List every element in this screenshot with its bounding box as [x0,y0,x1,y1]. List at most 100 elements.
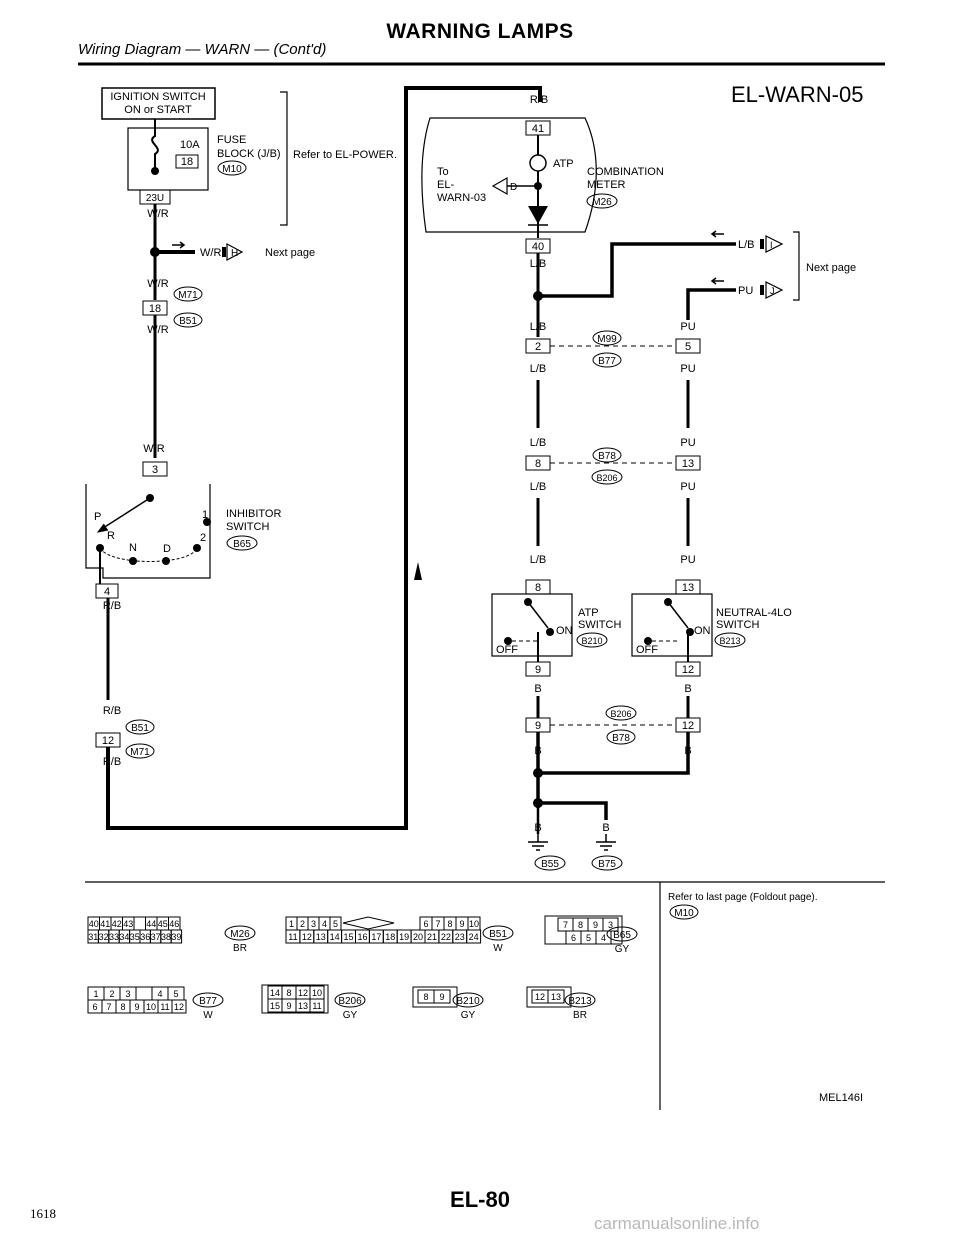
wire-pu-5: PU [680,554,695,566]
fuse-box [127,127,209,191]
wire-pu-2: PU [680,363,695,375]
b210-housing [412,986,458,1008]
b65-top-pin: 3 [608,920,613,930]
legend-conn-id-ring [224,925,256,941]
pin-9-conn: 9 [535,720,541,732]
m26-bottom-pin: 31 [88,932,98,942]
arrow-letter-h: H [231,248,238,259]
legend-conn-id-ring [482,925,514,941]
legend-conn-id: B213 [568,996,592,1007]
inhibitor-label: INHIBITOR [226,508,281,520]
wire-lb-3: L/B [530,437,547,449]
atp-on: ON [556,625,573,637]
b77-top-cell [135,986,153,1001]
next-page-arrow-i [765,235,784,253]
b77-bottom-pin: 9 [134,1002,139,1012]
b206-housing [261,984,329,1014]
b51-bottom-pin: 21 [427,932,437,942]
m26-bottom-pin: 34 [119,932,129,942]
m26-bottom-pin: 36 [140,932,150,942]
arrow-letter-i: I [770,240,773,250]
to-label-2: EL- [437,179,454,191]
b51-bottom-pin: 16 [357,932,367,942]
b65-housing [544,915,623,945]
left-circuit: IGNITION SWITCH ON or START 10A 18 FUSE … [85,86,542,830]
pos-n: N [129,542,137,554]
wire-lb-5: L/B [530,554,547,566]
atp-switch-label: ATP [578,607,599,619]
pin-41: 41 [532,123,544,135]
wire-b-2: B [684,683,691,695]
m26-bottom-pin: 33 [109,932,119,942]
inhibitor-switch-box [85,484,211,579]
pos-r: R [107,530,115,542]
m26-top-pin: 45 [158,919,168,929]
neutral-4lo-switch-box [631,593,713,657]
b51-bottom-pin: 18 [385,932,395,942]
wire-pu-3: PU [680,437,695,449]
fuse-amp: 10A [180,139,200,151]
m26-top-pin: 46 [169,919,179,929]
neutral-on: ON [694,625,711,637]
wire-pu-next: PU [738,285,753,297]
meter-label-2: METER [587,179,626,191]
legend-conn-id: B65 [613,930,631,941]
b77-top-pin: 4 [157,989,162,999]
b77-top-pin: 1 [93,989,98,999]
legend-conn-color: W [203,1010,213,1021]
inhibitor-connector: B65 [233,539,251,550]
wire-b-5: B [534,822,541,834]
fuse-block-label: BLOCK (J/B) [217,148,281,160]
ground-symbols [528,834,616,851]
b65-bottom-pin: 6 [571,933,576,943]
b51-bottom-pin: 14 [330,932,340,942]
meter-label-1: COMBINATION [587,166,664,178]
ignition-switch-label: IGNITION SWITCH [110,91,205,103]
b65-top-pin: 7 [563,920,568,930]
b77-bottom-pin: 10 [146,1002,156,1012]
b213-cell [547,989,565,1004]
b65-top-pin: 8 [578,920,583,930]
neutral-switch-label: NEUTRAL-4LO [716,607,792,619]
atp-switch-connector: B210 [581,636,602,646]
b51-bottom-pin: 11 [288,932,297,942]
b213-pin: 13 [551,992,561,1002]
b51-bottom-pin: 19 [399,932,409,942]
b77-top-pin: 5 [173,989,178,999]
m26-top-pin: 43 [123,919,133,929]
pin-13-switch: 13 [682,582,694,594]
diagram-id: EL-WARN-05 [731,82,864,107]
pin-5: 5 [685,341,691,353]
page-code: EL-80 [450,1187,510,1212]
b213-pin: 12 [535,992,545,1002]
b206-top-pin: 8 [286,988,291,998]
legend-conn-id-ring [606,926,638,942]
page-title: WARNING LAMPS [386,20,574,43]
b51-bottom-pin: 22 [441,932,451,942]
b51-top-a-pin: 3 [311,919,316,929]
neutral-switch-connector: B213 [719,636,740,646]
m26-top-pin: 40 [89,919,99,929]
conn-b51-bottom: B51 [131,723,149,734]
conn-m71-bottom: M71 [130,747,150,758]
meter-connector: M26 [592,197,612,208]
b206-top-pin: 10 [312,988,322,998]
atp-lamp-label: ATP [553,158,574,170]
foldout-note: Refer to last page (Foldout page). [668,892,818,903]
b51-bottom-pin: 15 [344,932,354,942]
rb-main-wire [106,86,542,830]
b51-top-b-pin: 8 [447,919,452,929]
arrow-letter-j: J [770,286,775,296]
b206-bottom-pin: 11 [312,1001,321,1011]
fuse-number: 18 [181,156,193,168]
pin-18: 18 [149,303,161,315]
page-subtitle: Wiring Diagram — WARN — (Cont'd) [78,41,327,58]
fuse-symbol [151,119,159,168]
wire-wr-2: W/R [200,247,221,259]
conn-m71-top: M71 [178,290,198,301]
ground-b75: B75 [598,859,616,870]
ignition-switch-state: ON or START [124,104,192,116]
legend-conn-id: B206 [338,996,362,1007]
b77-bottom-pin: 12 [174,1002,184,1012]
